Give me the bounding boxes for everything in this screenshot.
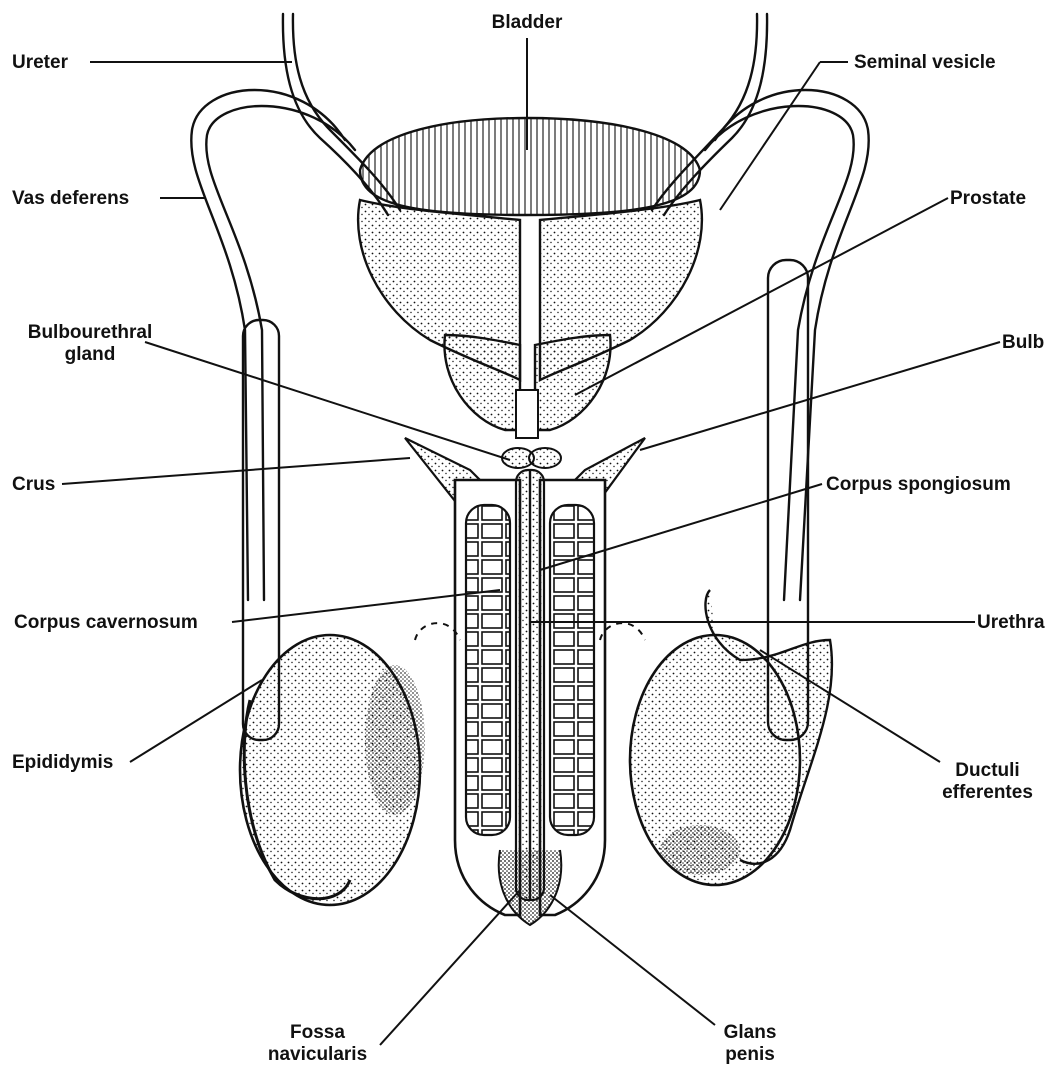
label-fossa-navicularis: Fossa navicularis (250, 1022, 385, 1066)
leader-bulb (640, 342, 1000, 450)
label-ductuli-efferentes: Ductuli efferentes (930, 760, 1045, 804)
label-prostate: Prostate (950, 188, 1026, 210)
label-corpus-cavernosum: Corpus cavernosum (14, 612, 198, 634)
bladder (360, 118, 700, 215)
prostate (444, 335, 610, 438)
label-epididymis: Epididymis (12, 752, 113, 774)
leader-glans-penis (550, 895, 715, 1025)
seminal-vesicles (358, 200, 702, 380)
label-seminal-vesicle: Seminal vesicle (854, 52, 996, 74)
label-vas-deferens: Vas deferens (12, 188, 129, 210)
leader-fossa-navicularis (380, 890, 520, 1045)
testis-right (630, 590, 832, 885)
label-bulbourethral-gland: Bulbourethral gland (20, 322, 160, 366)
penis-shaft (455, 470, 605, 925)
label-urethra: Urethra (977, 612, 1045, 634)
label-corpus-spongiosum: Corpus spongiosum (826, 474, 1011, 496)
leader-crus (62, 458, 410, 484)
label-crus: Crus (12, 474, 55, 496)
label-glans-penis: Glans penis (700, 1022, 800, 1066)
label-bladder: Bladder (468, 12, 586, 34)
label-ureter: Ureter (12, 52, 68, 74)
label-bulb: Bulb (1002, 332, 1044, 354)
testis-left (240, 635, 425, 905)
